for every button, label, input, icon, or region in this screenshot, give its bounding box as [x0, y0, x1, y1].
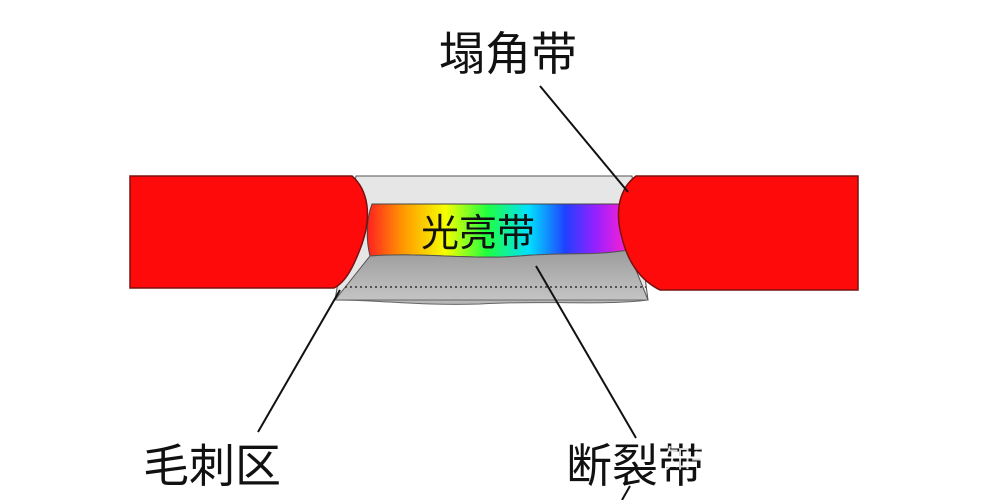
- burnish-zone-label: 光亮带: [421, 211, 535, 255]
- left-sheet: [129, 175, 369, 289]
- right-sheet: [617, 175, 859, 291]
- burr-leader-line: [257, 289, 341, 433]
- fracture-zone-lower: [334, 299, 649, 305]
- rollover-leader-line: [539, 85, 629, 193]
- watermark-text: 知乎 @刘明星冲压钣金人: [665, 445, 959, 475]
- fracture-leader-line: [535, 265, 637, 439]
- burr-zone-label: 毛刺区: [143, 439, 281, 493]
- fracture-leader-tail: [621, 485, 631, 500]
- rollover-zone-label: 塌角带: [439, 27, 577, 81]
- fracture-zone-label: 断裂带: [566, 439, 704, 493]
- fracture-zone-band: [333, 249, 649, 301]
